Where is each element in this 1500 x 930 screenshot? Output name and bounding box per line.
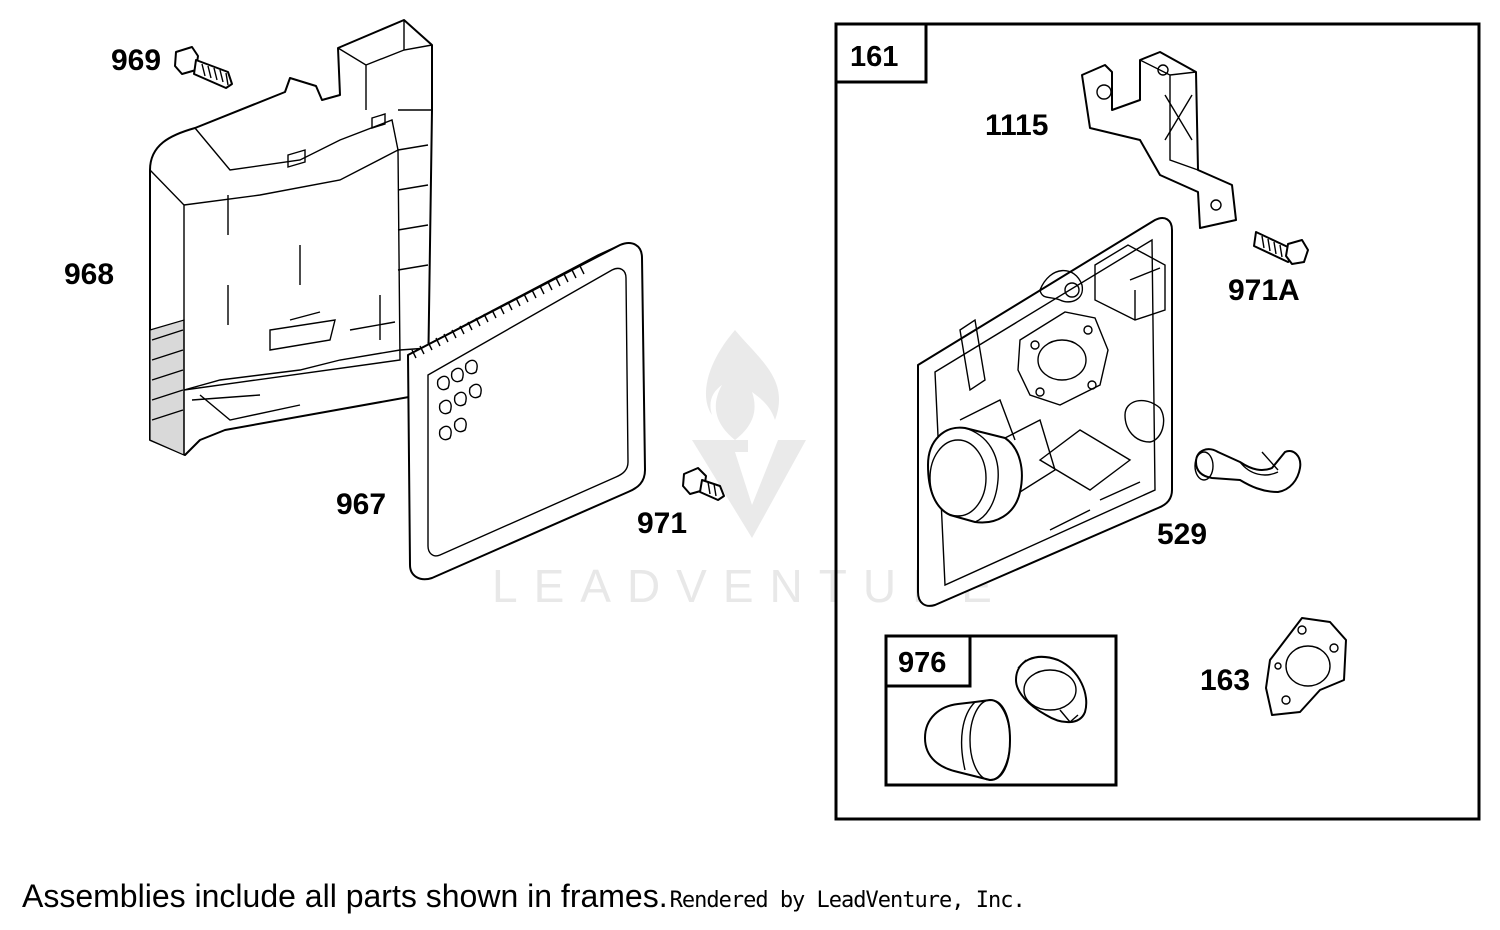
frame-976-label[interactable]: 976 [898, 647, 946, 679]
elbow-529[interactable] [1194, 448, 1302, 493]
callout-163[interactable]: 163 [1200, 664, 1250, 697]
backplate-161[interactable] [917, 217, 1173, 607]
bolt-971a-icon[interactable] [1253, 231, 1309, 265]
watermark-flame-icon [692, 330, 806, 538]
footer-note: Assemblies include all parts shown in fr… [22, 878, 1026, 915]
callout-1115[interactable]: 1115 [985, 109, 1048, 142]
bracket-1115[interactable] [1081, 51, 1237, 229]
frame-161: 161 [834, 22, 1481, 821]
watermark-text: LEADVENTURE [492, 560, 1008, 612]
bolt-971-icon[interactable] [682, 467, 725, 501]
callout-529[interactable]: 529 [1157, 518, 1207, 551]
clamp-976[interactable] [1015, 655, 1088, 724]
filter-967[interactable] [407, 242, 646, 581]
frame-161-label[interactable]: 161 [850, 41, 898, 73]
callout-971[interactable]: 971 [637, 507, 687, 540]
precleaner-976[interactable] [924, 699, 1011, 781]
frame-976: 976 [884, 634, 1118, 787]
watermark: LEADVENTURE [492, 330, 1008, 612]
render-credit: Rendered by LeadVenture, Inc. [669, 888, 1026, 913]
gasket-163[interactable] [1265, 617, 1347, 716]
callout-968[interactable]: 968 [64, 258, 114, 291]
housing-968[interactable] [149, 19, 433, 456]
assemblies-note: Assemblies include all parts shown in fr… [22, 878, 668, 914]
callout-969[interactable]: 969 [111, 44, 161, 77]
screw-969-icon[interactable] [174, 46, 233, 89]
callout-967[interactable]: 967 [336, 488, 386, 521]
callout-971a[interactable]: 971A [1228, 274, 1300, 307]
